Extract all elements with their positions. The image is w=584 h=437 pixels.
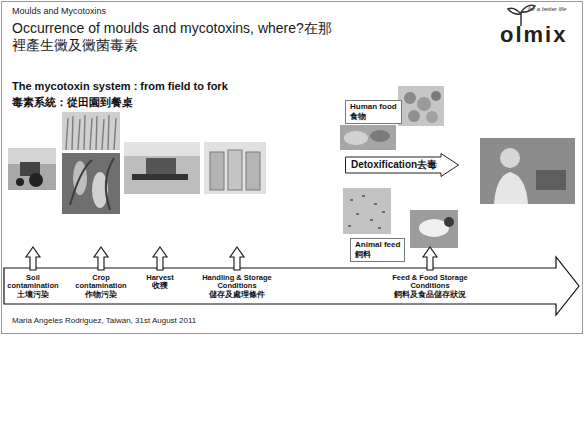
- stage-column: Crop contamination作物污染: [70, 274, 132, 299]
- harvester-body: [146, 158, 176, 176]
- node-text: 食物: [350, 112, 397, 122]
- photo-ground: [62, 112, 120, 150]
- tractor-photo: [8, 148, 56, 190]
- stage-label-chinese: 收獲: [135, 282, 185, 290]
- up-arrow: [26, 247, 40, 270]
- nut: [404, 92, 416, 104]
- photo-ground: [8, 148, 56, 190]
- harvester-photo: [124, 142, 200, 194]
- silo: [228, 150, 242, 190]
- wheat-stalks: [66, 115, 116, 150]
- food-photo: [340, 125, 396, 150]
- feed-label-box: Animal feed飼料: [350, 238, 405, 262]
- logo-tagline: for a better life: [528, 6, 566, 12]
- cow-head: [444, 217, 454, 227]
- grain-dots: [348, 196, 385, 228]
- node-text: Human food: [350, 102, 397, 112]
- stage-label: Soil contamination: [3, 274, 63, 291]
- wheat-photo: [62, 112, 120, 150]
- stage-label: Crop contamination: [70, 274, 132, 291]
- consumer-photo: [480, 138, 575, 204]
- corn-leaves: [70, 158, 114, 210]
- silo-photo: [204, 142, 266, 194]
- silo: [246, 152, 260, 190]
- stage-label-chinese: 飼料及食品儲存狀況: [380, 291, 480, 299]
- subtitle: The mycotoxin system : from field to for…: [12, 80, 228, 92]
- photo-ground: [410, 210, 458, 248]
- stage-column: Harvest收獲: [135, 274, 185, 291]
- photo-ground: [480, 138, 575, 204]
- silo: [210, 152, 224, 190]
- photo-sky: [124, 142, 200, 156]
- nut: [408, 110, 420, 122]
- photo-ground: [398, 86, 444, 126]
- photo-ground: [340, 125, 396, 150]
- up-arrow: [153, 247, 167, 270]
- photo-ground: [204, 142, 266, 194]
- stage-column: Soil contamination土壤污染: [3, 274, 63, 299]
- photo-ground: [124, 142, 200, 194]
- logo-text: olmix: [500, 22, 567, 48]
- node-text: 飼料: [355, 250, 400, 260]
- stage-label: Handling & Storage Conditions: [190, 274, 284, 291]
- corn-photo: [62, 153, 120, 214]
- feed-grain-photo: [343, 188, 391, 234]
- stage-column: Handling & Storage Conditions儲存及處理條件: [190, 274, 284, 299]
- stage-label-chinese: 作物污染: [70, 291, 132, 299]
- cow-photo: [410, 210, 458, 248]
- harvester-header: [132, 174, 188, 180]
- slide-title: Occurrence of moulds and mycotoxins, whe…: [12, 20, 342, 54]
- food-label-box: Human food食物: [345, 100, 402, 124]
- peanut: [370, 130, 390, 142]
- nut: [431, 91, 441, 101]
- tractor-wheel: [29, 173, 43, 187]
- photo-ground: [343, 188, 391, 234]
- section-header: Moulds and Mycotoxins: [12, 6, 106, 16]
- sprout-leaf: [508, 8, 521, 14]
- node-text: Detoxification去毒: [351, 159, 437, 171]
- bread: [344, 131, 368, 145]
- person-head: [500, 148, 520, 168]
- photo-sky: [8, 148, 56, 164]
- nut: [426, 111, 438, 123]
- node-text: Animal feed: [355, 240, 400, 250]
- nuts-photo: [398, 86, 444, 126]
- footer-credit: Maria Angeles Rodriguez, Taiwan, 31st Au…: [12, 316, 196, 325]
- up-arrow: [230, 247, 244, 270]
- subtitle-chinese: 毒素系統：從田園到餐桌: [12, 95, 133, 110]
- food-counter: [536, 170, 566, 190]
- up-arrow: [423, 247, 437, 270]
- tractor-wheel: [16, 178, 24, 186]
- arrow-shape: [346, 154, 459, 177]
- stage-column: Feed & Food Storage Conditions飼料及食品儲存狀況: [380, 274, 480, 299]
- detox-arrow-box: Detoxification去毒: [345, 153, 459, 177]
- photo-ground: [62, 153, 120, 214]
- slide-border: [2, 2, 583, 334]
- stage-label-chinese: 儲存及處理條件: [190, 291, 284, 299]
- stage-label: Feed & Food Storage Conditions: [380, 274, 480, 291]
- up-arrow: [94, 247, 108, 270]
- person-body: [494, 172, 528, 204]
- nut: [417, 97, 431, 111]
- timeline-arrow: [4, 257, 579, 315]
- stage-label-chinese: 土壤污染: [3, 291, 63, 299]
- stage-label: Harvest: [135, 274, 185, 282]
